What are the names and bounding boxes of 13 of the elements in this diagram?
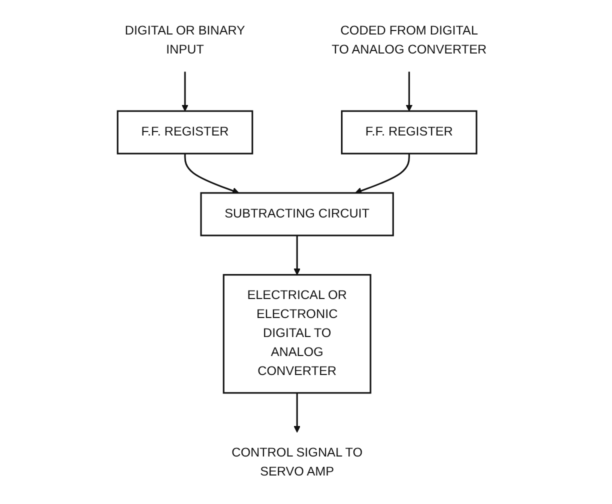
- arrow: [184, 154, 240, 194]
- arrow: [182, 72, 189, 112]
- arrow: [355, 154, 410, 194]
- node-text: DIGITAL OR BINARY INPUT: [125, 24, 246, 57]
- arrow: [406, 72, 413, 112]
- node-box: SUBTRACTING CIRCUIT: [200, 192, 394, 236]
- node-box: F.F. REGISTER: [117, 110, 254, 154]
- node-box: F.F. REGISTER: [341, 110, 478, 154]
- node-box: ELECTRICAL OR ELECTRONIC DIGITAL TO ANALOG CONVERTER: [223, 274, 372, 394]
- arrow: [294, 392, 301, 433]
- arrow: [294, 235, 301, 276]
- node-text: CODED FROM DIGITAL TO ANALOG CONVERTER: [332, 24, 487, 57]
- node-text: CONTROL SIGNAL TO SERVO AMP: [232, 446, 363, 479]
